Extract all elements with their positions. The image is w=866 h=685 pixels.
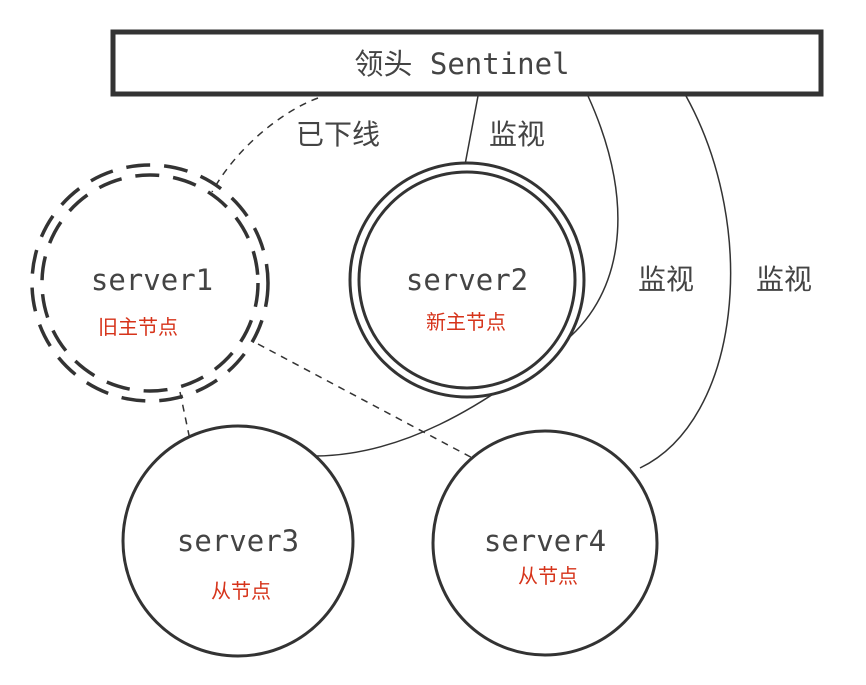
server4-name: server4 (484, 524, 606, 558)
offline-link (211, 97, 319, 193)
node-server2: server2 新主节点 (348, 161, 586, 399)
server1-role: 旧主节点 (98, 315, 178, 339)
replica-link-server4 (257, 343, 481, 463)
node-server4: server4 从节点 (431, 429, 659, 657)
server2-outer-ring (348, 161, 586, 399)
leader-sentinel-box (110, 29, 824, 97)
monitor-label-server2: 监视 (489, 118, 545, 151)
server2-inner-ring (357, 170, 577, 390)
server4-ring (431, 429, 659, 657)
server1-inner-ring (40, 173, 260, 393)
offline-label: 已下线 (296, 118, 380, 151)
server1-outer-ring (30, 163, 270, 403)
leader-sentinel-label: 领头 Sentinel (354, 47, 569, 81)
monitor-label-server4: 监视 (756, 263, 812, 296)
node-server1: server1 旧主节点 (30, 163, 270, 403)
server4-role: 从节点 (518, 564, 578, 588)
server1-name: server1 (91, 263, 213, 297)
monitor-link-server4 (639, 95, 732, 469)
server3-ring (121, 424, 355, 658)
server3-role: 从节点 (211, 579, 271, 603)
server2-role: 新主节点 (426, 310, 506, 334)
server3-name: server3 (177, 524, 299, 558)
monitor-label-server3: 监视 (638, 263, 694, 296)
edge-labels: 已下线 监视 监视 监视 (296, 118, 812, 296)
leader-sentinel: 领头 Sentinel (110, 29, 824, 97)
monitor-link-server2 (463, 95, 479, 171)
node-server3: server3 从节点 (121, 424, 355, 658)
replica-link-server3 (179, 391, 191, 441)
server2-name: server2 (406, 263, 528, 297)
